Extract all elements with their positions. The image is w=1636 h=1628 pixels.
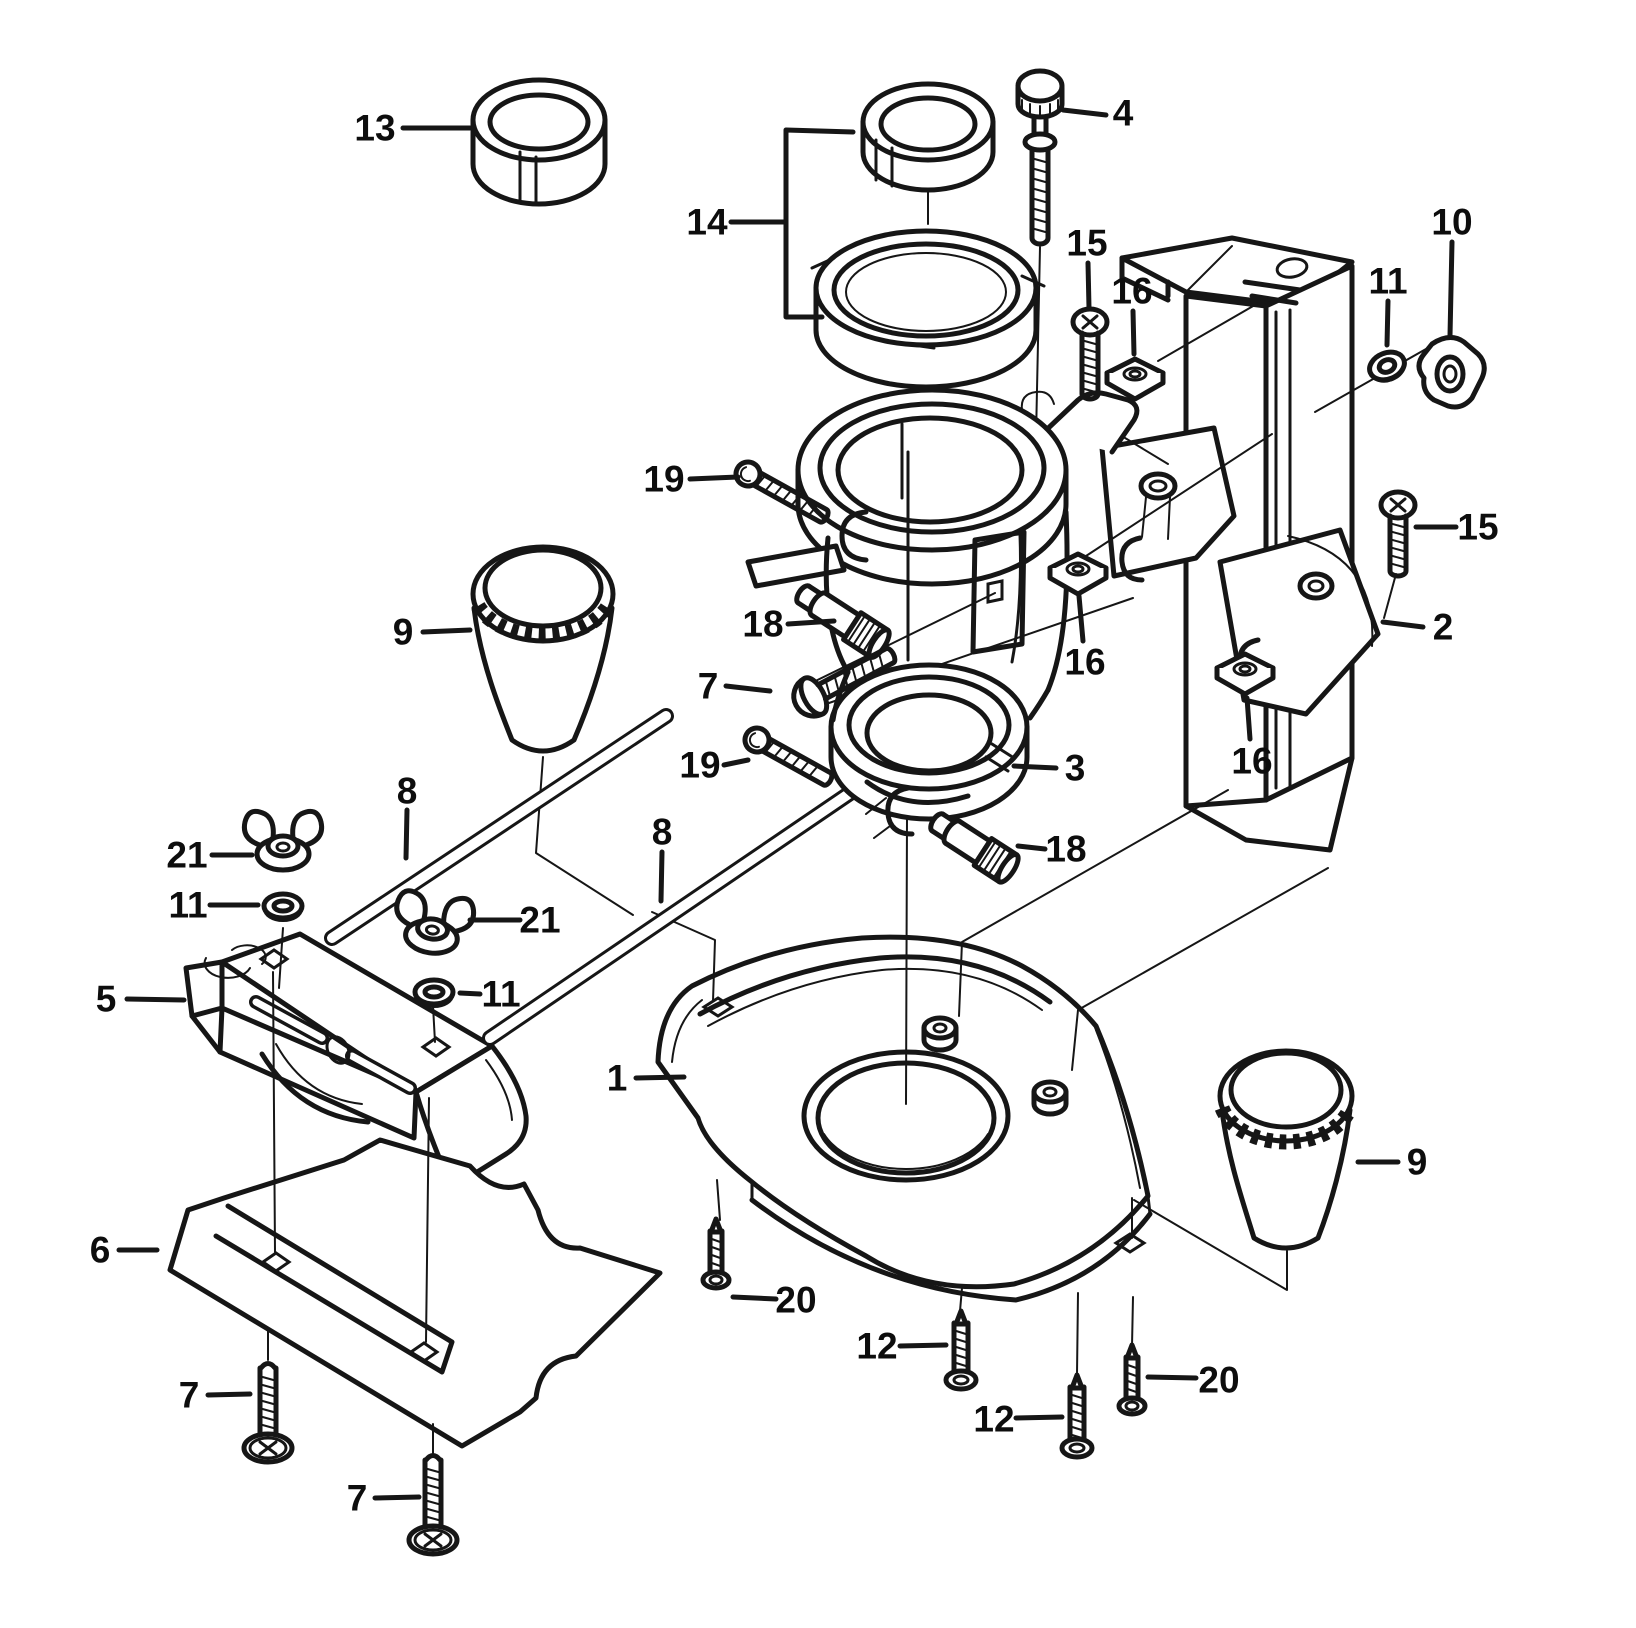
callout-label: 13 (354, 108, 395, 149)
part-11-washer (261, 891, 305, 922)
callout-label: 7 (347, 1478, 368, 1519)
callout-label: 9 (1407, 1142, 1428, 1183)
callout-label: 21 (519, 900, 560, 941)
part-14-adapter-rings (728, 81, 1046, 390)
base-plate-boss (921, 1015, 959, 1053)
part-21-wing-nut (241, 808, 325, 873)
callout-label: 10 (1431, 202, 1472, 243)
callout-label: 7 (179, 1375, 200, 1416)
part-20-screw (1116, 1342, 1148, 1417)
callout-label: 18 (1045, 829, 1086, 870)
part-19-screw (742, 725, 835, 788)
base-plate-boss (1031, 1079, 1069, 1117)
callout-label: 21 (166, 835, 207, 876)
callout-label: 16 (1064, 642, 1105, 683)
part-20-screw (700, 1216, 732, 1291)
callout-label: 20 (1198, 1360, 1239, 1401)
callout-label: 12 (973, 1399, 1014, 1440)
callout-label: 11 (1368, 261, 1407, 302)
part-19-screw (733, 459, 831, 525)
part-16-square-nut (1104, 356, 1166, 402)
part-18-knurled-pin (794, 583, 892, 660)
callout-label: 18 (742, 604, 783, 645)
callout-label: 19 (679, 745, 720, 786)
callout-label: 11 (168, 885, 207, 926)
part-5-guide-block (183, 931, 529, 1179)
part-16-square-nut (1214, 651, 1276, 697)
part-11-washer (1367, 349, 1407, 383)
part-1-base-plate (655, 934, 1153, 1303)
part-9-knob (470, 544, 616, 754)
part-21-wing-nut (394, 888, 477, 956)
part-12-screw (943, 1308, 979, 1392)
part-4-thumb-screw (1015, 68, 1065, 247)
callout-label: 15 (1457, 507, 1498, 548)
callout-labels: 13 14 4 15 16 10 11 15 2 16 16 19 18 7 1… (90, 93, 1499, 1519)
part-16-square-nut (1047, 551, 1109, 597)
part-13-split-ring (470, 77, 608, 207)
callout-label: 9 (393, 612, 414, 653)
part-18-knurled-pin (928, 811, 1021, 885)
part-7-flathead-screw (406, 1453, 460, 1557)
part-9-knob (1214, 1048, 1358, 1251)
callout-label: 4 (1113, 93, 1134, 134)
part-6-guide-plate (167, 1137, 663, 1449)
callout-label: 11 (481, 974, 520, 1015)
part-7-flathead-screw (241, 1361, 295, 1465)
part-12-screw (1059, 1372, 1095, 1460)
callout-label: 15 (1066, 223, 1107, 264)
callout-label: 12 (856, 1326, 897, 1367)
callout-label: 20 (775, 1280, 816, 1321)
callout-label: 5 (96, 979, 117, 1020)
callout-label: 19 (643, 459, 684, 500)
callout-label: 8 (652, 812, 673, 853)
callout-label: 6 (90, 1230, 111, 1271)
callout-label: 2 (1433, 607, 1454, 648)
callout-label: 1 (607, 1058, 628, 1099)
callout-label: 14 (686, 202, 728, 243)
callout-label: 8 (397, 771, 418, 812)
part-10-wing-knob (1416, 335, 1487, 410)
callout-label: 3 (1065, 748, 1086, 789)
part-15-screw (1378, 489, 1418, 579)
callout-label: 16 (1231, 741, 1272, 782)
callout-label: 16 (1111, 271, 1152, 312)
callout-label: 7 (698, 666, 719, 707)
part-8-rod (324, 708, 861, 1046)
part-7-carriage-bolt (791, 645, 898, 719)
part-11-washer (412, 977, 456, 1008)
part-3-motor-clamp (745, 387, 1140, 839)
leader-lines (116, 107, 1459, 1501)
part-15-screw (1070, 306, 1110, 402)
